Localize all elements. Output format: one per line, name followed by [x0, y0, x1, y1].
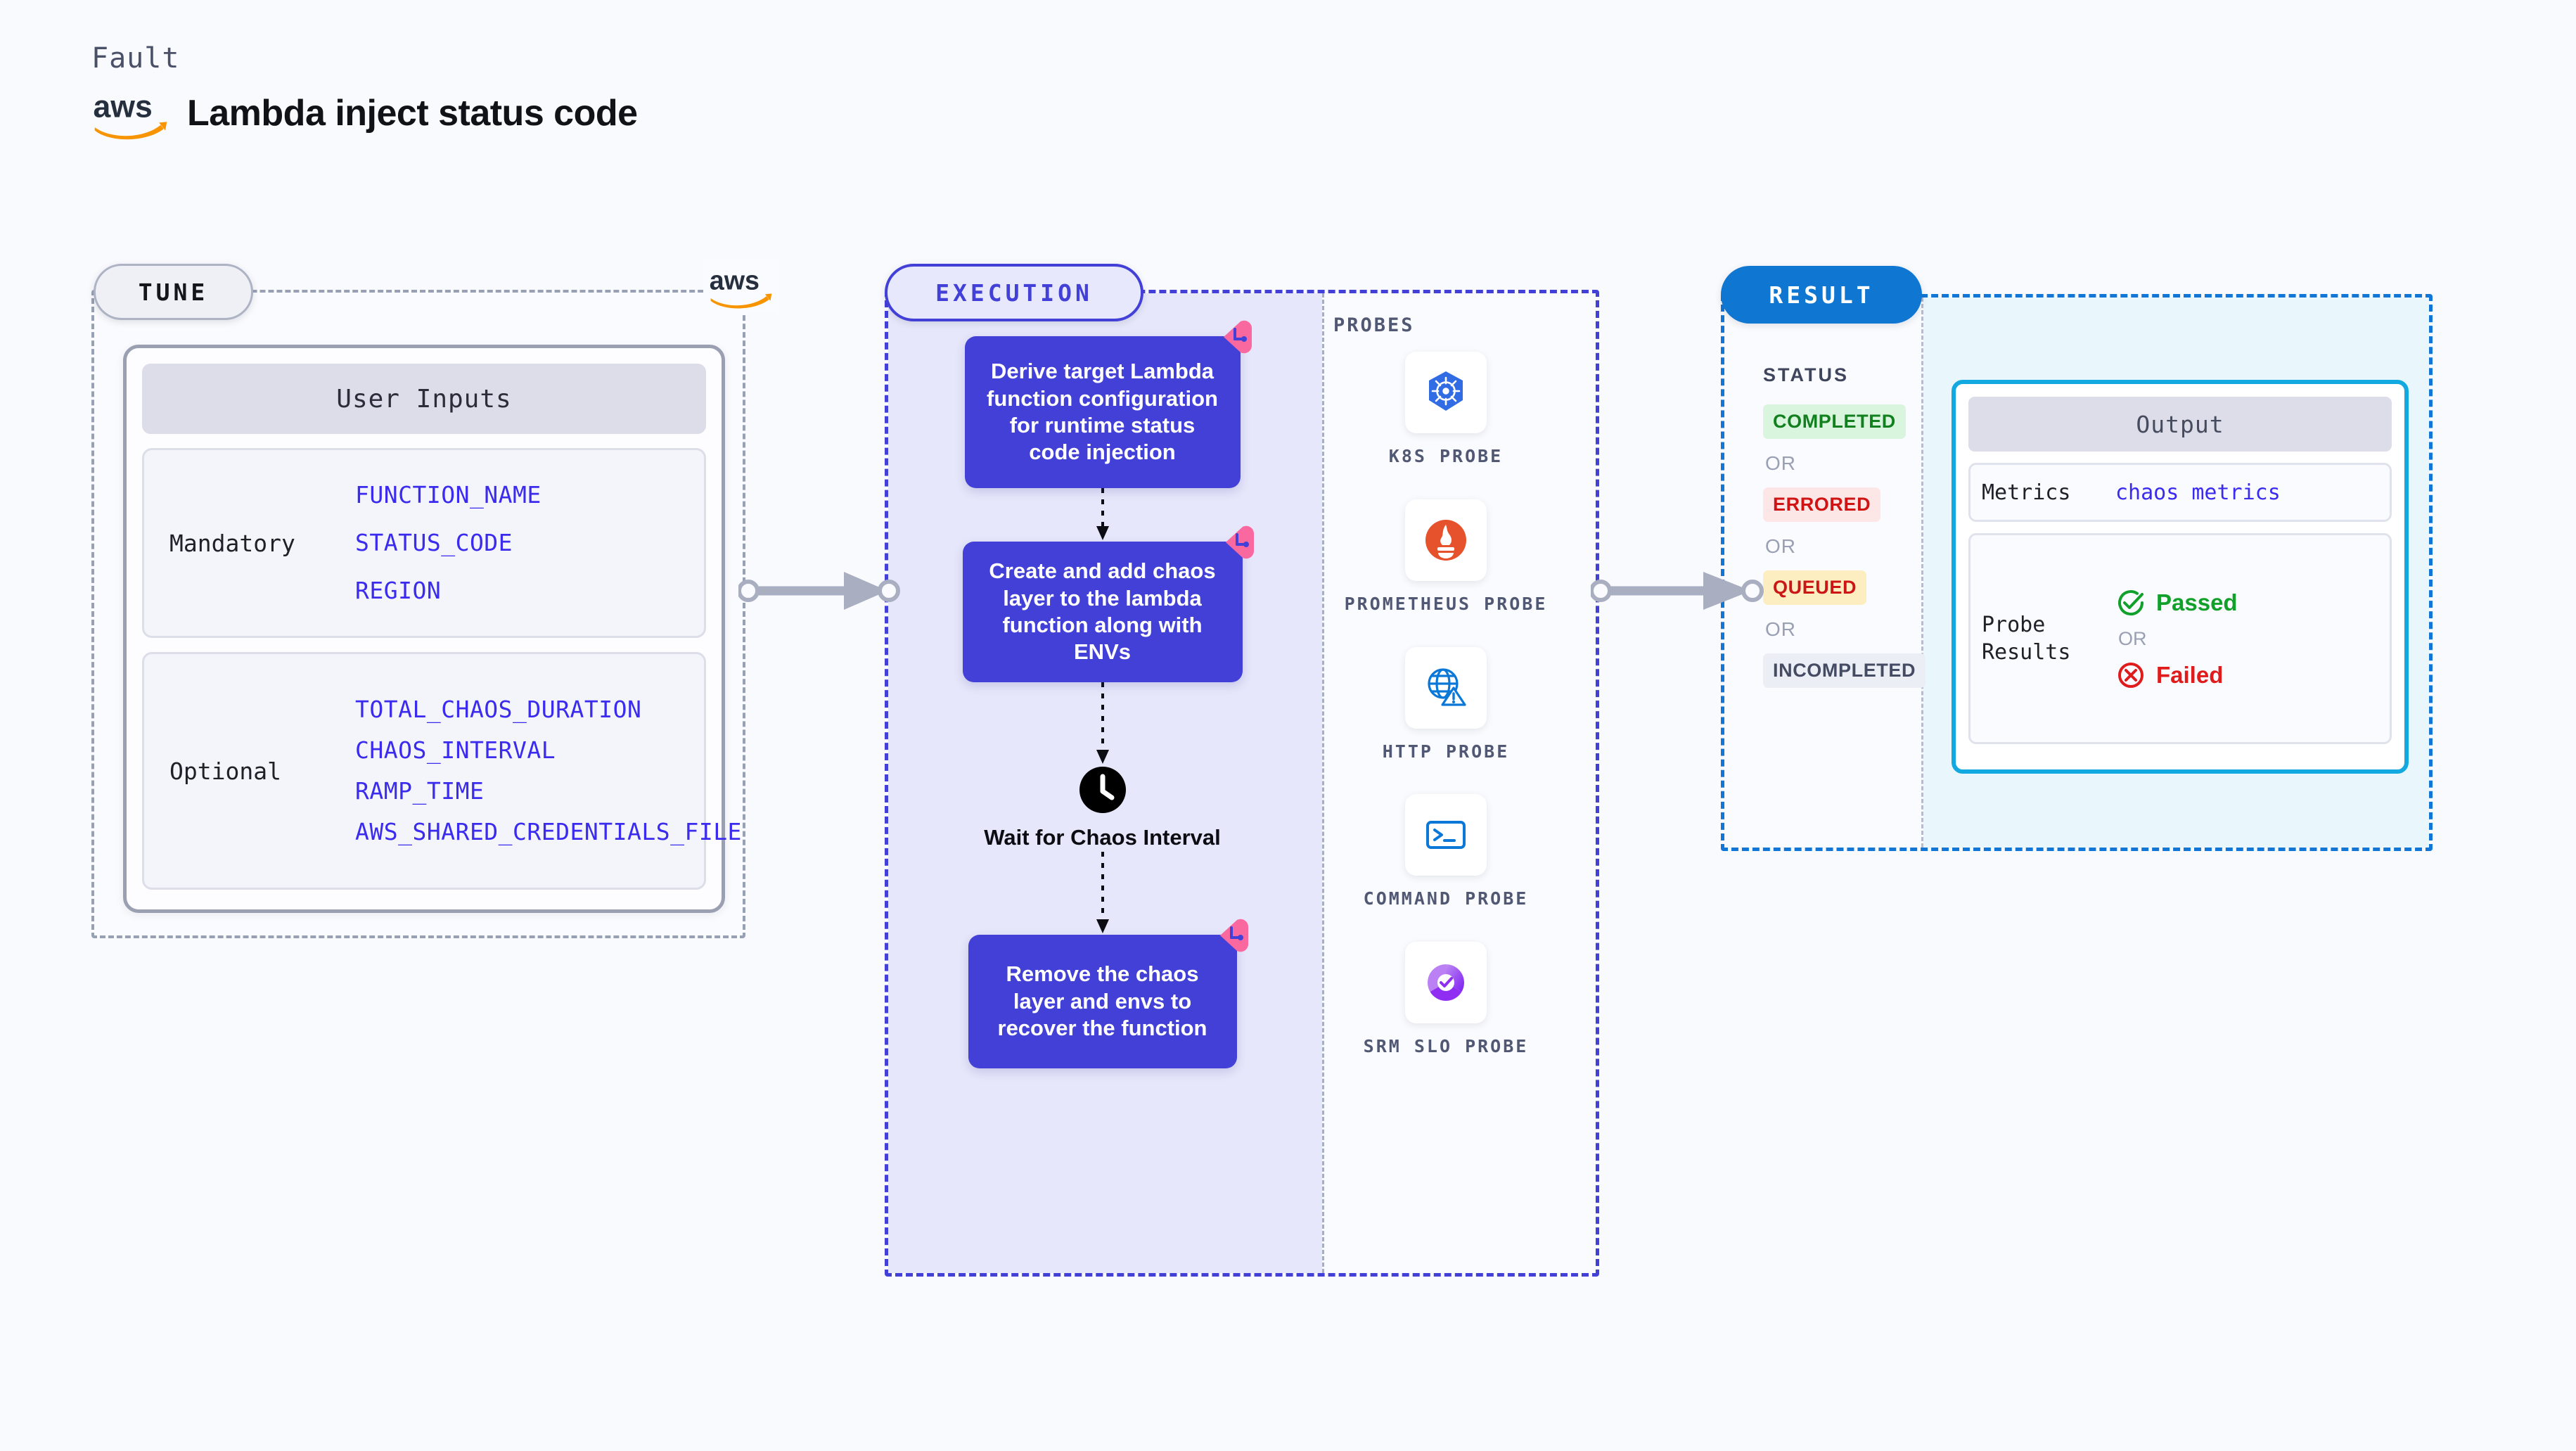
- status-badge-completed: COMPLETED: [1763, 404, 1906, 439]
- terminal-icon: [1426, 821, 1466, 850]
- wait-for-chaos-interval-node: Wait for Chaos Interval: [946, 765, 1259, 852]
- status-or-1: OR: [1765, 452, 1796, 474]
- probe-label: HTTP PROBE: [1382, 741, 1510, 762]
- status-list: STATUS COMPLETED OR ERRORED OR QUEUED OR…: [1763, 364, 1932, 688]
- metrics-value[interactable]: chaos metrics: [2115, 480, 2281, 505]
- status-or-3: OR: [1765, 618, 1796, 640]
- passed-label: Passed: [2156, 589, 2238, 615]
- retry-marker-icon: [1225, 525, 1254, 559]
- connector-tune-to-execution: [738, 572, 900, 610]
- param-status-code: STATUS_CODE: [355, 528, 513, 556]
- execution-step-2-label: Create and add chaos layer to the lambda…: [989, 558, 1216, 665]
- probes-title: PROBES: [1333, 314, 1415, 336]
- probe-tile: [1405, 794, 1487, 876]
- execution-step-1-label: Derive target Lambda function configurat…: [987, 359, 1218, 465]
- retry-marker-icon: [1219, 919, 1248, 952]
- optional-param-group: Optional TOTAL_CHAOS_DURATION CHAOS_INTE…: [142, 652, 742, 890]
- page-header: Fault aws Lambda inject status code: [91, 42, 638, 141]
- mandatory-param-group: Mandatory FUNCTION_NAME STATUS_CODE REGI…: [142, 448, 706, 638]
- clock-icon: [1079, 767, 1126, 813]
- page-kicker: Fault: [91, 42, 180, 75]
- probe-tile: [1405, 499, 1487, 581]
- probe-label: SRM SLO PROBE: [1363, 1036, 1529, 1056]
- probe-label: K8S PROBE: [1388, 446, 1504, 466]
- execution-flow: Derive target Lambda function configurat…: [946, 320, 1259, 1068]
- kubernetes-icon: [1429, 371, 1463, 411]
- status-badge-incompleted: INCOMPLETED: [1763, 653, 1926, 688]
- svg-text:aws: aws: [710, 266, 760, 295]
- probe-tile: [1405, 646, 1487, 729]
- status-badge-errored: ERRORED: [1763, 487, 1881, 522]
- flow-arrow-3: [946, 851, 1259, 935]
- execution-panel: [885, 290, 1599, 1277]
- aws-logo-icon: aws: [94, 90, 167, 140]
- execution-chip[interactable]: EXECUTION: [885, 264, 1143, 321]
- probe-item-http[interactable]: HTTP PROBE: [1333, 646, 1558, 764]
- probe-result-passed: Passed: [2115, 587, 2238, 618]
- execution-step-3[interactable]: Remove the chaos layer and envs to recov…: [968, 919, 1248, 1068]
- aws-badge: aws: [703, 259, 779, 314]
- mandatory-label: Mandatory: [169, 529, 295, 557]
- prometheus-icon: [1425, 519, 1466, 561]
- execution-step-1[interactable]: Derive target Lambda function configurat…: [964, 320, 1252, 488]
- probe-item-command[interactable]: COMMAND PROBE: [1333, 794, 1558, 911]
- metrics-key: Metrics: [1982, 480, 2071, 505]
- probe-result-or: OR: [2118, 627, 2147, 649]
- aws-logo-icon: aws: [710, 266, 772, 309]
- retry-marker-icon: [1223, 320, 1252, 354]
- user-inputs-title: User Inputs: [142, 364, 706, 434]
- param-aws-shared-credentials-file: AWS_SHARED_CREDENTIALS_FILE: [355, 818, 742, 846]
- param-function-name: FUNCTION_NAME: [355, 480, 542, 509]
- probes-list: K8S PROBE PROMETHEUS PROBE: [1333, 352, 1558, 1089]
- probe-label: COMMAND PROBE: [1363, 888, 1529, 909]
- optional-label: Optional: [169, 757, 281, 785]
- execution-step-3-label: Remove the chaos layer and envs to recov…: [997, 961, 1207, 1040]
- status-title: STATUS: [1763, 364, 1849, 385]
- result-chip[interactable]: RESULT: [1721, 266, 1922, 324]
- output-card: Output Metrics chaos metrics Probe Resul…: [1952, 380, 2409, 774]
- user-inputs-card: User Inputs Mandatory FUNCTION_NAME STAT…: [123, 345, 742, 913]
- probe-tile: [1405, 352, 1487, 433]
- probe-results-key: Probe Results: [1982, 613, 2071, 665]
- http-globe-icon: [1428, 667, 1466, 706]
- status-badge-queued: QUEUED: [1763, 570, 1867, 605]
- probes-region: [1322, 293, 1596, 1273]
- connector-execution-to-result: [1591, 572, 1764, 610]
- page-title: Lambda inject status code: [187, 93, 638, 134]
- wait-label: Wait for Chaos Interval: [984, 825, 1221, 850]
- param-region: REGION: [355, 577, 442, 605]
- output-probe-results-row: Probe Results Passed OR Failed: [1968, 533, 2392, 744]
- flow-arrow-2: [946, 682, 1259, 765]
- output-metrics-row: Metrics chaos metrics: [1968, 463, 2392, 522]
- probe-tile: [1405, 942, 1487, 1023]
- param-total-chaos-duration: TOTAL_CHAOS_DURATION: [355, 695, 642, 723]
- check-circle-icon: [2118, 589, 2144, 615]
- probe-item-srm-slo[interactable]: SRM SLO PROBE: [1333, 942, 1558, 1059]
- probe-item-k8s[interactable]: K8S PROBE: [1333, 352, 1558, 468]
- failed-label: Failed: [2156, 661, 2224, 688]
- tune-chip[interactable]: TUNE: [94, 264, 253, 320]
- param-ramp-time: RAMP_TIME: [355, 777, 485, 805]
- svg-text:aws: aws: [94, 90, 153, 124]
- flow-arrow-1: [946, 488, 1259, 542]
- output-title: Output: [1968, 397, 2392, 452]
- x-circle-icon: [2118, 662, 2144, 688]
- param-chaos-interval: CHAOS_INTERVAL: [355, 736, 556, 764]
- probe-result-failed: Failed: [2115, 660, 2238, 691]
- probe-label: PROMETHEUS PROBE: [1344, 593, 1548, 614]
- status-or-2: OR: [1765, 535, 1796, 557]
- probe-item-prometheus[interactable]: PROMETHEUS PROBE: [1333, 499, 1558, 616]
- srm-slo-icon: [1428, 964, 1464, 1001]
- execution-step-2[interactable]: Create and add chaos layer to the lambda…: [962, 525, 1254, 682]
